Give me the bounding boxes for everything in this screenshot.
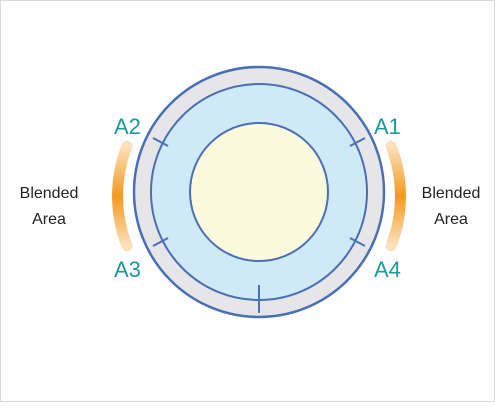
- zone-label-a1: A1: [374, 114, 401, 139]
- left-label-line1: Blended: [20, 185, 79, 202]
- zone-label-a3: A3: [114, 257, 141, 282]
- right-label-line1: Blended: [422, 185, 481, 202]
- zone-label-a4: A4: [374, 257, 401, 282]
- left-label-line2: Area: [32, 211, 66, 228]
- blended-area-left-arc: [112, 140, 133, 252]
- zone-divider-a4: [349, 237, 366, 247]
- zone-divider-a1: [349, 137, 366, 147]
- blended-area-right-arc: [385, 140, 406, 252]
- zone-divider-a3: [152, 237, 169, 247]
- right-label-line2: Area: [434, 211, 468, 228]
- zone-label-a2: A2: [114, 114, 141, 139]
- center-zone: [189, 122, 329, 262]
- zone-divider-a2: [152, 137, 169, 147]
